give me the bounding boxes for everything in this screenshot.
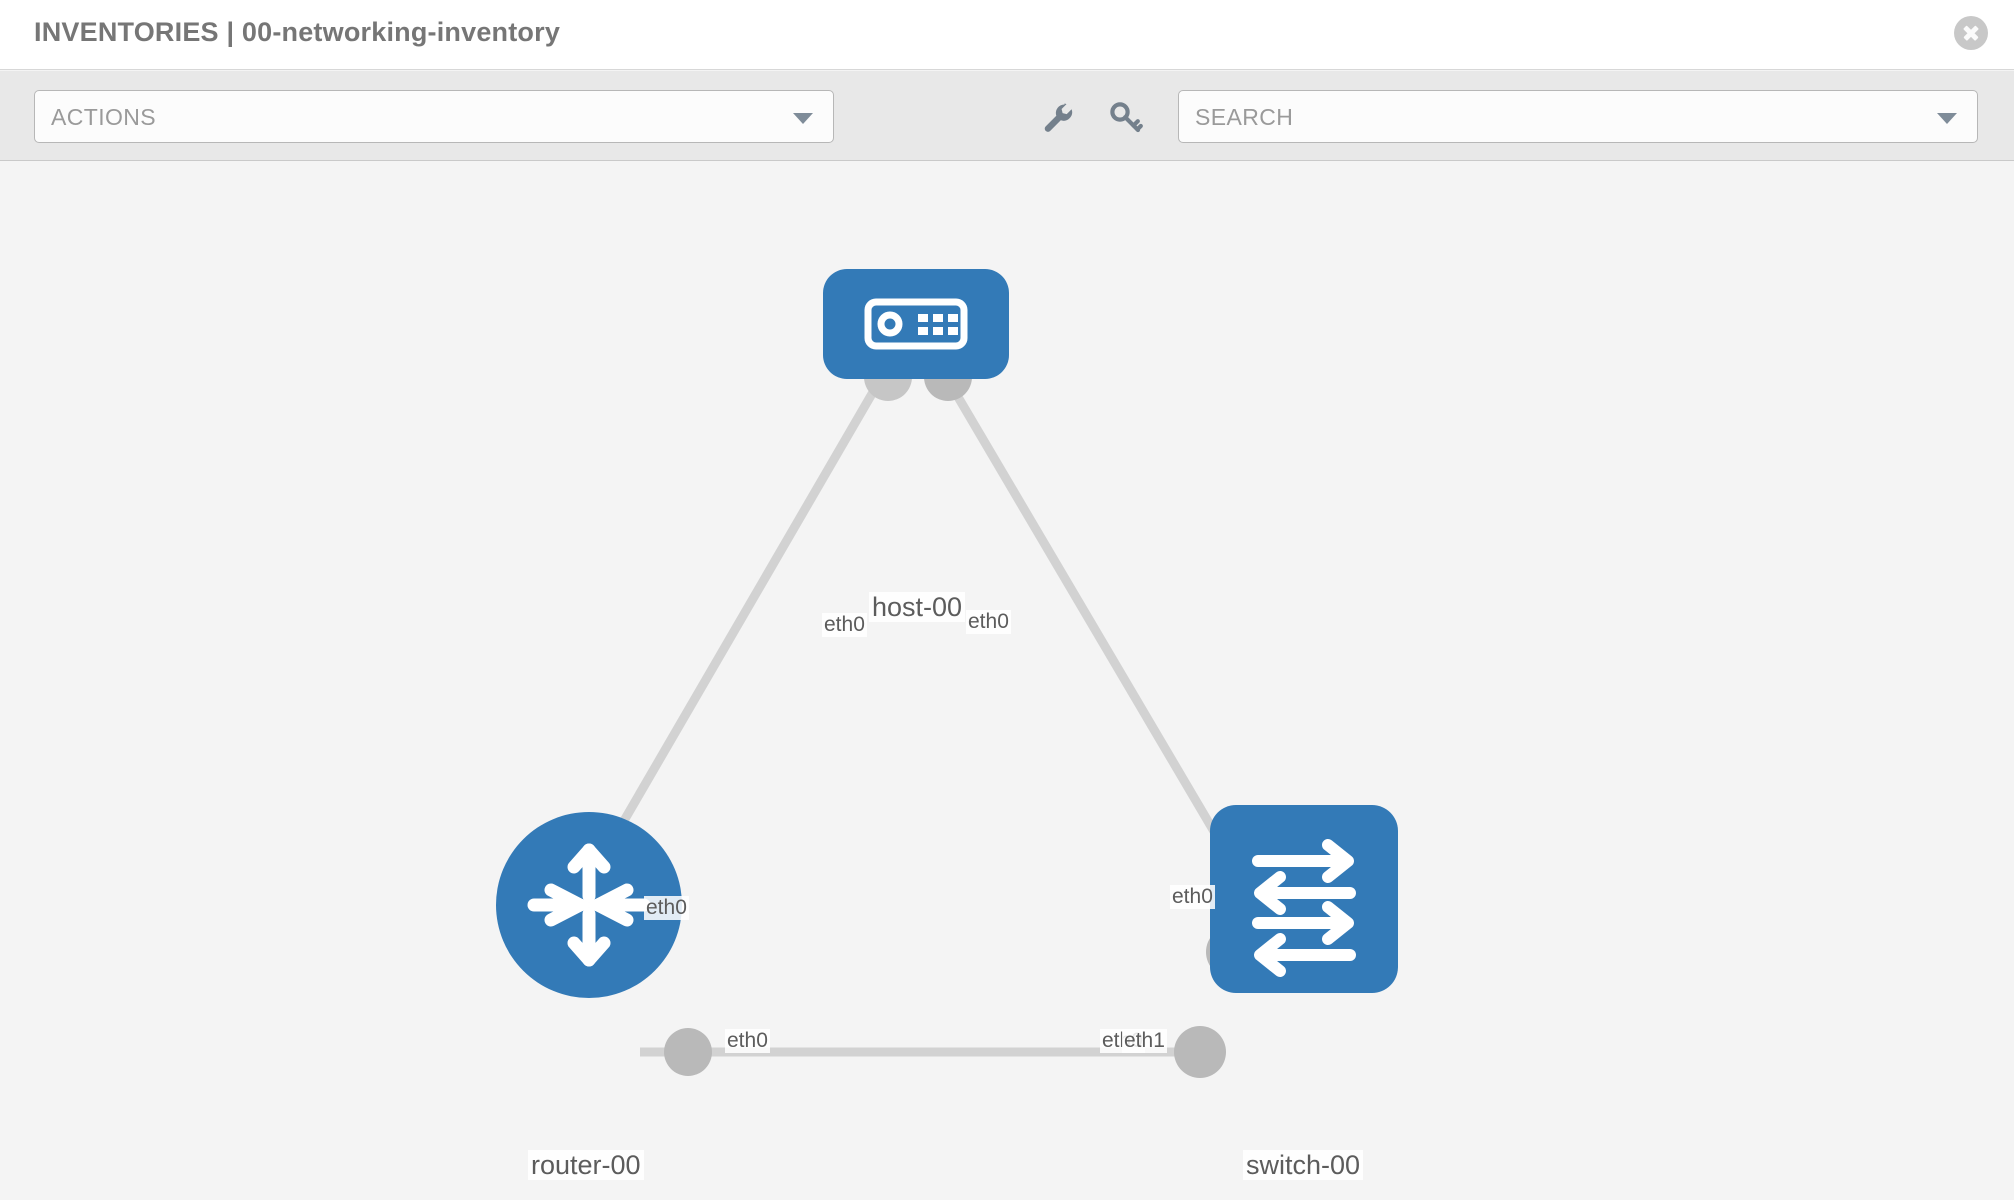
search-input[interactable]: SEARCH xyxy=(1178,90,1978,143)
actions-dropdown-label: ACTIONS xyxy=(51,104,157,130)
node-switch-00-shape xyxy=(1210,805,1398,993)
search-placeholder: SEARCH xyxy=(1195,104,1294,130)
server-appliance-icon xyxy=(864,298,968,350)
node-host-00[interactable] xyxy=(823,269,1009,455)
chevron-down-icon xyxy=(793,113,813,124)
node-router-00-label: router-00 xyxy=(528,1150,644,1181)
node-host-00-shape xyxy=(823,269,1009,379)
topology-canvas[interactable]: host-00 router-00 xyxy=(0,162,2014,1200)
port-router-right xyxy=(664,1028,712,1076)
router-arrows-icon xyxy=(527,843,651,967)
edge-label-host-right: eth0 xyxy=(966,610,1011,635)
switch-arrows-icon xyxy=(1252,839,1356,977)
wrench-icon[interactable] xyxy=(1034,95,1078,139)
chevron-down-icon xyxy=(1937,113,1957,124)
node-switch-00[interactable] xyxy=(1210,805,1398,993)
edge-label-switch-left: eth1 xyxy=(1122,1029,1167,1054)
node-switch-00-label: switch-00 xyxy=(1243,1150,1364,1181)
page-title: INVENTORIES | 00-networking-inventory xyxy=(34,17,561,47)
edge-label-host-left: eth0 xyxy=(822,613,867,638)
close-icon[interactable] xyxy=(1954,16,1988,50)
link-host-switch xyxy=(944,377,1236,865)
port-switch-left xyxy=(1174,1026,1226,1078)
node-host-00-label: host-00 xyxy=(869,592,966,623)
page-header: INVENTORIES | 00-networking-inventory xyxy=(0,0,2014,70)
toolbar: ACTIONS SEARCH xyxy=(0,71,2014,161)
key-icon[interactable] xyxy=(1104,95,1148,139)
edge-label-switch-up: eth0 xyxy=(1170,885,1215,910)
edge-label-router-up: eth0 xyxy=(644,896,689,921)
edge-label-router-right: eth0 xyxy=(725,1029,770,1054)
link-host-router xyxy=(596,377,884,865)
actions-dropdown[interactable]: ACTIONS xyxy=(34,90,834,143)
